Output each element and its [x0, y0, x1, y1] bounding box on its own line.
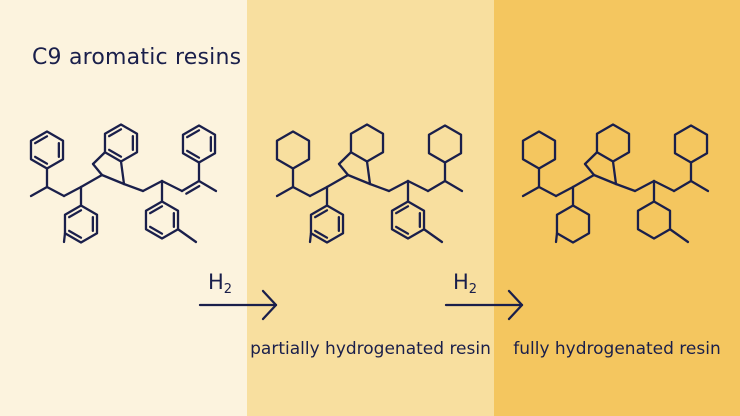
double-bond	[67, 229, 83, 239]
bond	[365, 160, 372, 186]
stage-label-fully-hydrogenated: fully hydrogenated resin	[513, 339, 721, 359]
methyl-bond	[176, 228, 198, 244]
toluene-ring	[144, 200, 180, 240]
bond	[368, 182, 391, 193]
double-bond	[313, 229, 329, 239]
bond	[689, 179, 710, 193]
bond	[426, 179, 447, 193]
bond	[275, 185, 295, 198]
molecule-fully-hydrogenated	[521, 123, 710, 244]
cyclohexane-ring	[673, 124, 709, 164]
reagent-label-2: H2	[453, 270, 478, 297]
bond	[62, 185, 83, 198]
bond	[291, 185, 312, 198]
arrow-head-icon	[507, 289, 524, 321]
double-bond	[33, 155, 49, 165]
bond	[119, 160, 126, 186]
bond	[443, 179, 464, 193]
stage-label-partially-hydrogenated: partially hydrogenated resin	[250, 339, 491, 359]
panel-fully-hydrogenated	[494, 0, 740, 416]
bond	[611, 160, 618, 186]
toluene-ring	[390, 200, 426, 240]
bond	[337, 151, 353, 166]
bond	[672, 179, 693, 193]
indane-cyclohexane-ring	[349, 123, 385, 163]
double-bond	[107, 128, 123, 138]
bond	[29, 185, 49, 198]
double-bond	[148, 205, 164, 215]
double-bond	[107, 148, 123, 158]
bond	[633, 179, 656, 193]
indane-cyclohexane-ring	[595, 123, 631, 163]
bond	[387, 179, 410, 193]
bond	[346, 173, 372, 186]
molecule-partially-hydrogenated	[275, 123, 464, 244]
double-bond	[185, 129, 201, 139]
molecule-aromatic	[29, 123, 218, 244]
bond	[91, 162, 104, 177]
bond	[180, 179, 201, 193]
methyl-bond	[62, 232, 67, 244]
bond	[141, 179, 164, 193]
bond	[197, 179, 218, 193]
bond	[554, 185, 575, 198]
bond	[537, 185, 558, 198]
bond	[91, 151, 107, 166]
double-bond	[313, 209, 329, 219]
diagram-title: C9 aromatic resins	[32, 45, 242, 70]
methyl-bond	[308, 232, 313, 244]
double-bond	[394, 205, 410, 215]
toluene-ring	[309, 204, 345, 244]
toluene-ring	[63, 204, 99, 244]
methylcyclohexane-ring	[636, 200, 672, 240]
methyl-bond	[554, 232, 559, 244]
methylcyclohexane-ring	[555, 204, 591, 244]
bond	[325, 173, 350, 189]
methyl-bond	[668, 228, 690, 244]
bond	[100, 173, 126, 186]
panel-partially-hydrogenated	[247, 0, 494, 416]
double-bond	[148, 225, 164, 235]
methyl-bond	[422, 228, 444, 244]
reagent-label-1: H2	[208, 270, 233, 297]
cyclohexane-ring	[521, 130, 557, 170]
bond	[45, 185, 66, 198]
double-bond	[33, 135, 49, 145]
double-bond	[185, 184, 201, 195]
bond	[571, 173, 596, 189]
bond	[160, 179, 184, 193]
double-bond	[67, 209, 83, 219]
cyclohexane-ring	[427, 124, 463, 164]
reaction-arrows	[198, 289, 524, 321]
panel-aromatic	[0, 0, 247, 416]
bond	[308, 185, 329, 198]
double-bond	[185, 149, 201, 159]
cyclohexane-ring	[275, 130, 311, 170]
bond	[583, 151, 599, 166]
bond	[521, 185, 541, 198]
bond	[406, 179, 430, 193]
bond	[614, 182, 637, 193]
bond	[337, 162, 350, 177]
bond	[652, 179, 676, 193]
double-bond	[394, 225, 410, 235]
bond	[79, 173, 104, 189]
bond	[592, 173, 618, 186]
bond	[122, 182, 145, 193]
bond	[583, 162, 596, 177]
arrow-head-icon	[261, 289, 278, 321]
